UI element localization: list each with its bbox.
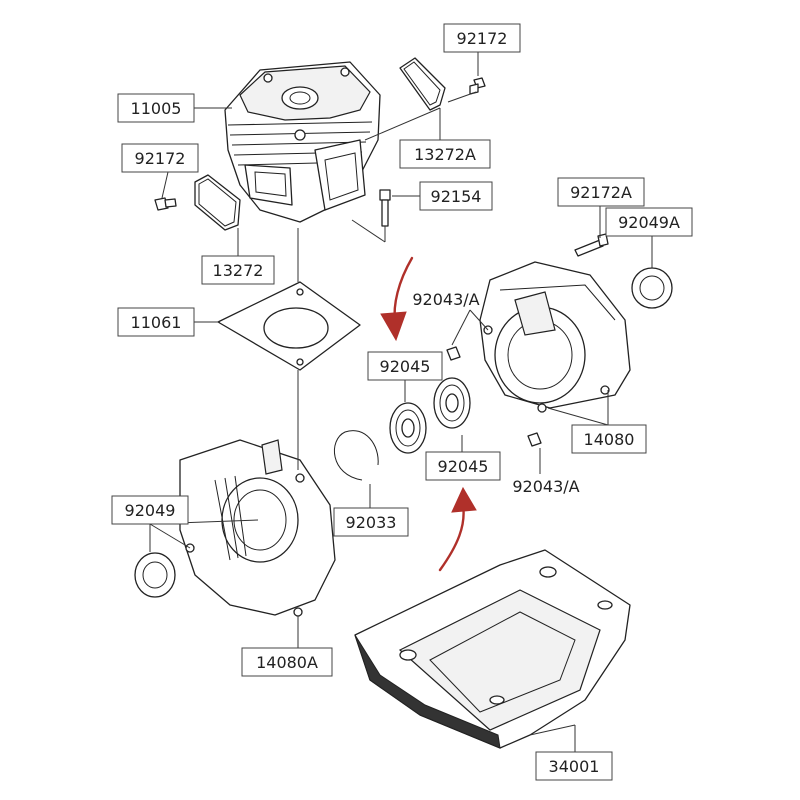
crankcase-right-part bbox=[479, 261, 631, 413]
callout-92172a: 92172A bbox=[557, 177, 645, 207]
bolt-92172a-part bbox=[574, 233, 609, 257]
bearing-right-part bbox=[433, 377, 471, 429]
crankcase-left-part bbox=[179, 439, 336, 617]
callout-11061: 11061 bbox=[117, 307, 195, 337]
callout-92154: 92154 bbox=[419, 181, 493, 211]
callout-label: 14080A bbox=[256, 653, 318, 672]
oil-seal-92049a-part bbox=[631, 267, 673, 309]
callout-11005: 11005 bbox=[117, 93, 195, 123]
bolt-92154-part bbox=[379, 189, 391, 227]
callout-14080: 14080 bbox=[571, 424, 647, 454]
callout-label: 92172A bbox=[570, 183, 632, 202]
bearing-left-part bbox=[389, 402, 427, 454]
callout-13272a: 13272A bbox=[399, 139, 491, 169]
callout-label: 13272 bbox=[213, 261, 264, 280]
callout-label: 13272A bbox=[414, 145, 476, 164]
callout-13272: 13272 bbox=[201, 255, 275, 285]
callout-label: 92045 bbox=[438, 457, 489, 476]
circlip-part bbox=[333, 430, 379, 481]
gasket-13272-part bbox=[194, 174, 241, 231]
callout-label: 92049A bbox=[618, 213, 680, 232]
assembly-arrow-up bbox=[438, 486, 477, 572]
callout-92049: 92049 bbox=[111, 495, 189, 525]
assembly-arrow-down bbox=[380, 256, 414, 342]
callout-92043a-top: 92043/A bbox=[412, 290, 479, 309]
callout-92049a: 92049A bbox=[605, 207, 693, 237]
callout-92172-top: 92172 bbox=[443, 23, 521, 53]
gasket-13272a-part bbox=[399, 57, 446, 111]
callout-label: 92154 bbox=[431, 187, 482, 206]
callout-label: 11061 bbox=[131, 313, 182, 332]
callout-label: 92043/A bbox=[512, 477, 579, 496]
callout-92043a-bottom: 92043/A bbox=[512, 477, 579, 496]
callout-label: 92033 bbox=[346, 513, 397, 532]
callout-label: 11005 bbox=[131, 99, 182, 118]
callout-label: 92049 bbox=[125, 501, 176, 520]
callout-label: 34001 bbox=[549, 757, 600, 776]
callout-label: 14080 bbox=[584, 430, 635, 449]
bolt-92172-left-part bbox=[154, 197, 177, 211]
callout-label: 92172 bbox=[135, 149, 186, 168]
cylinder-part bbox=[224, 61, 381, 223]
callout-label: 92043/A bbox=[412, 290, 479, 309]
callout-92033: 92033 bbox=[333, 507, 409, 537]
oil-seal-92049-part bbox=[134, 552, 176, 598]
leader-lines bbox=[149, 52, 653, 752]
callout-92045-left: 92045 bbox=[367, 351, 443, 381]
bolt-92172-top-part bbox=[469, 77, 486, 95]
callout-label: 92172 bbox=[457, 29, 508, 48]
callout-14080a: 14080A bbox=[241, 647, 333, 677]
base-gasket-part bbox=[217, 281, 361, 371]
callout-34001: 34001 bbox=[535, 751, 613, 781]
dowel-pin-top-part bbox=[446, 346, 461, 361]
callout-92172-left: 92172 bbox=[121, 143, 199, 173]
callout-label: 92045 bbox=[380, 357, 431, 376]
bottom-cover-part bbox=[354, 549, 631, 749]
dowel-pin-bottom-part bbox=[527, 432, 542, 447]
callout-92045-bottom: 92045 bbox=[425, 451, 501, 481]
